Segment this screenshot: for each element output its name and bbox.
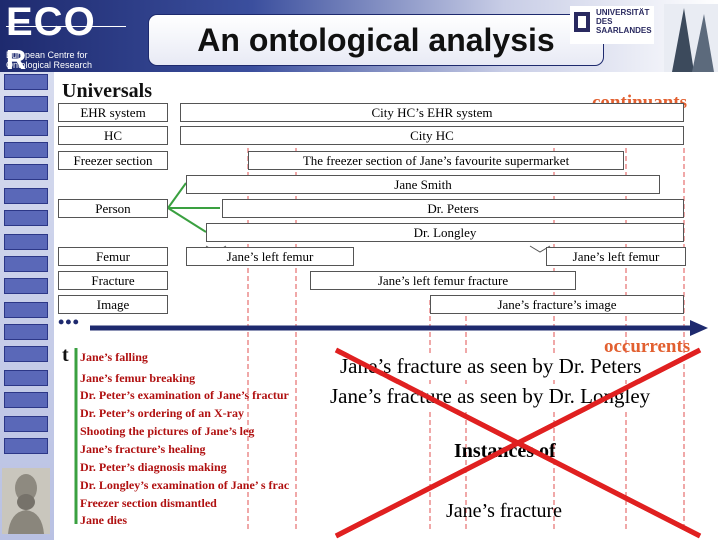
ecor-logo-r: R — [6, 44, 27, 75]
side-block — [4, 74, 48, 90]
occurrent-item: Jane’s fracture’s healing — [80, 442, 206, 456]
side-block — [4, 302, 48, 318]
timeline-dots: ••• — [58, 312, 80, 332]
universal-hc: HC — [58, 126, 168, 145]
particular-fracture-image: Jane’s fracture’s image — [430, 295, 684, 314]
side-block — [4, 278, 48, 294]
fracture-seen-by-longley: Jane’s fracture as seen by Dr. Longley — [330, 384, 651, 409]
universal-femur: Femur — [58, 247, 168, 266]
time-label: t — [62, 344, 69, 366]
universal-ehr-system: EHR system — [58, 103, 168, 122]
side-block — [4, 346, 48, 362]
green-connector — [167, 207, 207, 233]
side-block — [4, 188, 48, 204]
side-block — [4, 438, 48, 454]
header-band: ECO R European Centre for Ontological Re… — [0, 0, 720, 75]
particular-left-femur-after: Jane’s left femur — [546, 247, 686, 266]
occurrent-item: Freezer section dismantled — [80, 496, 217, 510]
slide-title: An ontological analysis — [148, 14, 604, 66]
particular-dr-peters: Dr. Peters — [222, 199, 684, 218]
side-block — [4, 164, 48, 180]
timeline-arrowhead — [690, 320, 708, 336]
side-block — [4, 392, 48, 408]
side-block — [4, 416, 48, 432]
instances-of-label: Instances of — [454, 440, 556, 462]
occurrent-item: Shooting the pictures of Jane’s leg — [80, 424, 255, 438]
universal-image: Image — [58, 295, 168, 314]
occurrent-item: Jane’s femur breaking — [80, 371, 196, 385]
particular-freezer-section: The freezer section of Jane’s favourite … — [248, 151, 624, 170]
side-block — [4, 370, 48, 386]
universal-fracture: Fracture — [58, 271, 168, 290]
janes-fracture-label: Jane’s fracture — [446, 500, 563, 522]
left-decorative-strip — [0, 72, 54, 540]
occurrent-item: Jane’s falling — [80, 350, 148, 364]
universal-freezer-section: Freezer section — [58, 151, 168, 170]
particular-jane-smith: Jane Smith — [186, 175, 660, 194]
particular-left-femur-before: Jane’s left femur — [186, 247, 354, 266]
particular-city-hc: City HC — [180, 126, 684, 145]
ecor-logo-subtitle: European Centre for Ontological Research — [6, 50, 93, 70]
occurrent-item: Dr. Peter’s diagnosis making — [80, 460, 227, 474]
side-block — [4, 210, 48, 226]
ecor-logo: ECO — [6, 0, 96, 44]
building-icon — [664, 4, 718, 72]
side-block — [4, 120, 48, 136]
occurrent-item: Dr. Longley’s examination of Jane’ s fra… — [80, 478, 290, 492]
occurrent-item: Jane dies — [80, 513, 128, 527]
logo-divider — [6, 26, 126, 27]
occurrent-item: Dr. Peter’s ordering of an X-ray — [80, 406, 244, 420]
fracture-seen-by-peters: Jane’s fracture as seen by Dr. Peters — [340, 354, 642, 379]
particular-left-femur-fracture: Jane’s left femur fracture — [310, 271, 576, 290]
side-block — [4, 234, 48, 250]
particular-dr-longley: Dr. Longley — [206, 223, 684, 242]
aristotle-bust-icon — [2, 468, 50, 534]
particular-ehr-system: City HC’s EHR system — [180, 103, 684, 122]
green-connector — [167, 182, 187, 209]
universal-person: Person — [58, 199, 168, 218]
university-logo-icon — [570, 6, 654, 44]
side-block — [4, 142, 48, 158]
side-block — [4, 256, 48, 272]
side-block — [4, 96, 48, 112]
occurrent-item: Dr. Peter’s examination of Jane’s fractu… — [80, 388, 289, 402]
university-logo-text: UNIVERSITÄT DES SAARLANDES — [596, 8, 652, 35]
universals-heading: Universals — [62, 80, 152, 102]
side-block — [4, 324, 48, 340]
